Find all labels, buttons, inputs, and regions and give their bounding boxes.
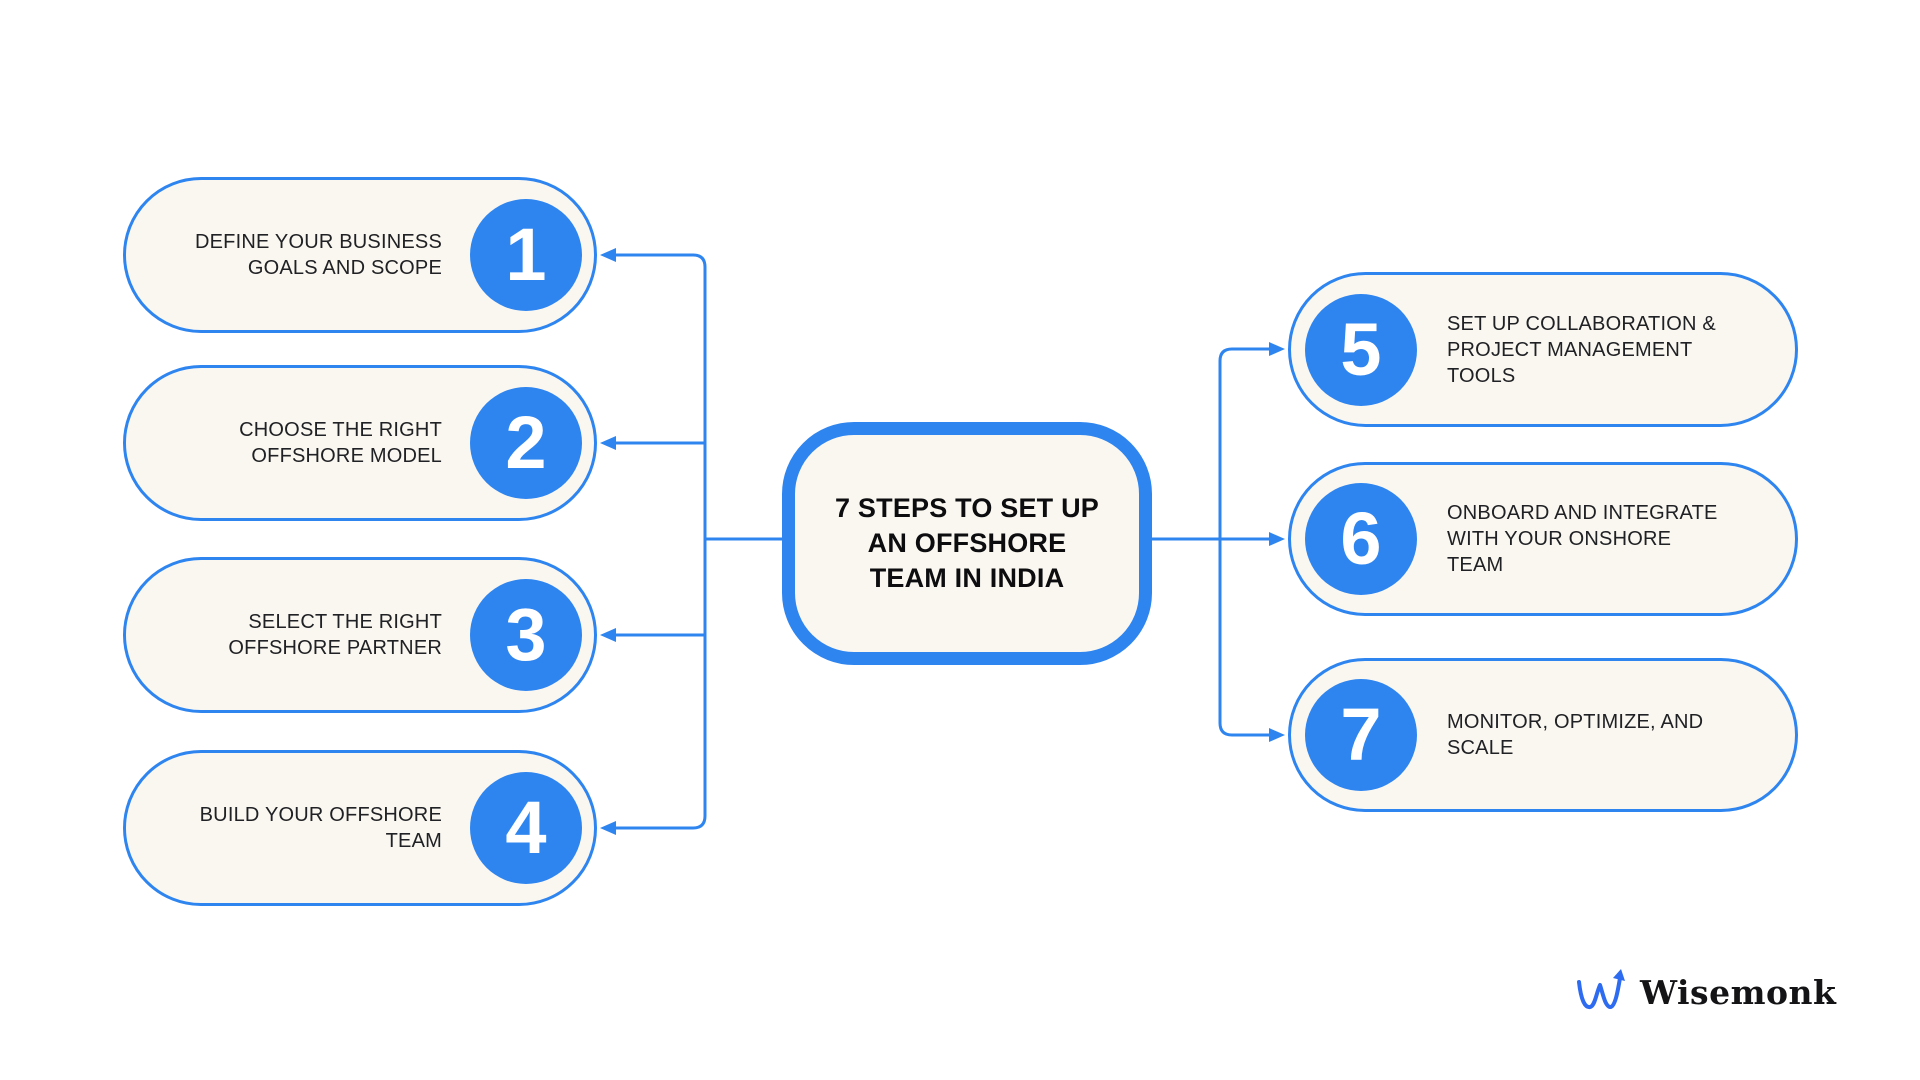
step-number-badge: 2 bbox=[470, 387, 582, 499]
step-label: BUILD YOUR OFFSHORE TEAM bbox=[199, 804, 442, 852]
diagram-title: 7 STEPS TO SET UP AN OFFSHORE TEAM IN IN… bbox=[835, 492, 1099, 594]
step-label: MONITOR, OPTIMIZE, AND SCALE bbox=[1447, 711, 1704, 759]
step-label: CHOOSE THE RIGHT OFFSHORE MODEL bbox=[239, 419, 442, 467]
step-label: SELECT THE RIGHT OFFSHORE PARTNER bbox=[228, 611, 442, 659]
step-pill-5: 5 SET UP COLLABORATION & PROJECT MANAGEM… bbox=[1288, 272, 1798, 427]
step-label: DEFINE YOUR BUSINESS GOALS AND SCOPE bbox=[194, 231, 442, 279]
step-number-badge: 6 bbox=[1305, 483, 1417, 595]
step-pill-4: BUILD YOUR OFFSHORE TEAM 4 bbox=[123, 750, 597, 906]
step-label: SET UP COLLABORATION & PROJECT MANAGEMEN… bbox=[1447, 312, 1716, 387]
wisemonk-wordmark: Wisemonk bbox=[1640, 972, 1837, 1012]
step-number-badge: 5 bbox=[1305, 293, 1417, 406]
step-label: ONBOARD AND INTEGRATE WITH YOUR ONSHORE … bbox=[1447, 502, 1718, 576]
step-number-badge: 1 bbox=[470, 199, 582, 311]
step-pill-1: DEFINE YOUR BUSINESS GOALS AND SCOPE 1 bbox=[123, 177, 597, 333]
step-pill-2: CHOOSE THE RIGHT OFFSHORE MODEL 2 bbox=[123, 365, 597, 521]
step-number-badge: 3 bbox=[470, 579, 582, 691]
center-title-card: 7 STEPS TO SET UP AN OFFSHORE TEAM IN IN… bbox=[782, 422, 1152, 665]
step-pill-7: 7 MONITOR, OPTIMIZE, AND SCALE bbox=[1288, 658, 1798, 812]
wisemonk-zigzag-arrow-icon bbox=[1577, 969, 1625, 1010]
step-pill-3: SELECT THE RIGHT OFFSHORE PARTNER 3 bbox=[123, 557, 597, 713]
wisemonk-logo: Wisemonk bbox=[1576, 966, 1836, 1018]
step-number-badge: 7 bbox=[1305, 679, 1417, 791]
step-pill-6: 6 ONBOARD AND INTEGRATE WITH YOUR ONSHOR… bbox=[1288, 462, 1798, 616]
step-number-badge: 4 bbox=[470, 772, 582, 884]
